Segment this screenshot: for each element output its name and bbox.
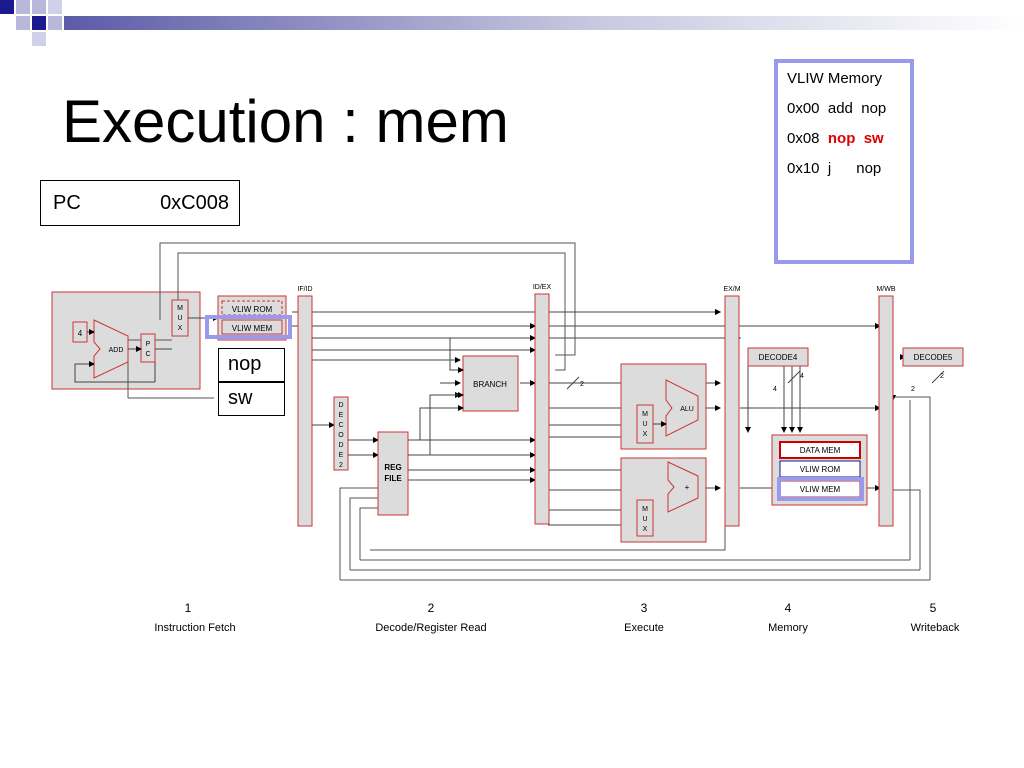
decode5-label: DECODE5	[914, 353, 953, 362]
mux-label: U	[642, 516, 647, 523]
mux-label: M	[642, 506, 648, 513]
m-wb-register	[878, 295, 894, 527]
svg-text:D: D	[338, 402, 343, 409]
reg-file-label: FILE	[384, 474, 402, 483]
fetch-vliw-mem-label: VLIW MEM	[232, 324, 273, 333]
decode4-label: DECODE4	[759, 353, 798, 362]
vliw-op1: j	[827, 160, 832, 177]
const-four-label: 4	[78, 329, 83, 338]
vliw-op2: nop	[861, 100, 887, 117]
mux-label: X	[643, 526, 648, 533]
if-id-register	[297, 295, 313, 527]
svg-text:C: C	[338, 422, 343, 429]
vliw-memory-row: 0x00 add nop	[787, 99, 910, 129]
slide-title: Execution : mem	[62, 88, 509, 155]
stage-name: Decode/Register Read	[375, 622, 486, 634]
corner-square-light	[16, 16, 30, 30]
branch-block	[462, 355, 519, 412]
stage-name: Instruction Fetch	[154, 622, 235, 634]
reg-file-block	[377, 431, 409, 516]
pc-value: 0xC008	[160, 192, 229, 214]
vliw-address: 0x08	[787, 130, 820, 147]
id-ex-label: ID/EX	[533, 284, 552, 291]
fetched-instruction-nop: nop	[218, 348, 285, 382]
mem-vliw-mem-label: VLIW MEM	[800, 485, 841, 494]
stage-number: 1	[185, 601, 192, 615]
if-id-label: IF/ID	[297, 286, 312, 293]
adder-block	[93, 319, 129, 379]
fetch-vliw-mem-highlight	[205, 315, 292, 339]
corner-square-light	[48, 16, 62, 30]
mux-label: X	[643, 431, 648, 438]
svg-text:D: D	[338, 442, 343, 449]
decode4-block	[747, 347, 809, 367]
bus-width-label: 4	[773, 386, 777, 393]
alu-label: ALU	[680, 406, 694, 413]
mux-label: U	[177, 315, 182, 322]
mux-label: X	[178, 325, 183, 332]
vliw-op1: nop	[827, 130, 856, 147]
pc-block-label: P	[146, 341, 151, 348]
decode5-block	[902, 347, 964, 367]
plus-adder-label: +	[685, 483, 690, 492]
svg-text:O: O	[338, 432, 344, 439]
corner-square-light	[16, 0, 30, 14]
svg-text:E: E	[339, 412, 344, 419]
mux-label: U	[642, 421, 647, 428]
ex-m-register	[724, 295, 740, 527]
stage-name: Writeback	[911, 622, 960, 634]
vliw-op2: sw	[863, 130, 884, 147]
adder-label: ADD	[109, 347, 124, 354]
branch-label: BRANCH	[473, 380, 507, 389]
mem-vliw-rom-label: VLIW ROM	[800, 465, 841, 474]
fetch-vliw-rom-label: VLIW ROM	[232, 305, 273, 314]
vliw-op1: add	[827, 100, 853, 117]
corner-square-light	[32, 0, 46, 14]
bus-width-label: 2	[940, 373, 944, 380]
stage-name: Execute	[624, 622, 664, 634]
vliw-memory-panel: VLIW Memory 0x00 add nop 0x08 nop sw 0x1…	[774, 59, 914, 264]
decode2-block	[333, 396, 349, 471]
top-gradient-bar	[64, 16, 1024, 30]
bus-width-label: 2	[580, 381, 584, 388]
adder-mux-block	[636, 499, 654, 537]
m-wb-label: M/WB	[876, 286, 895, 293]
bus-width-label: 4	[800, 373, 804, 380]
ex-m-label: EX/M	[723, 286, 740, 293]
vliw-memory-title: VLIW Memory	[787, 70, 883, 87]
vliw-memory-row-highlighted: 0x08 nop sw	[787, 129, 910, 159]
corner-square-light	[48, 0, 62, 14]
pc-block-label: C	[145, 351, 150, 358]
vliw-op2: nop	[856, 160, 882, 177]
stage-number: 5	[930, 601, 937, 615]
stage-number: 2	[428, 601, 435, 615]
plus-adder-block	[667, 461, 699, 513]
fetch-vliw-rom	[221, 300, 283, 316]
corner-square-dark	[32, 16, 46, 30]
pc-register-box: PC 0xC008	[40, 180, 240, 226]
id-ex-register	[534, 293, 550, 525]
mux-label: M	[642, 411, 648, 418]
corner-square-light	[32, 32, 46, 46]
vliw-memory-row: 0x10 j nop	[787, 159, 910, 189]
data-mem-label: DATA MEM	[800, 446, 841, 455]
vliw-address: 0x00	[787, 100, 820, 117]
mux-label: M	[177, 305, 183, 312]
data-mem-block	[779, 441, 861, 459]
svg-text:E: E	[339, 452, 344, 459]
svg-text:2: 2	[339, 462, 343, 469]
pc-label: PC	[53, 192, 81, 214]
stage-number: 4	[785, 601, 792, 615]
decode2-label: DEC ODE 2	[338, 402, 344, 469]
stage-name: Memory	[768, 622, 808, 634]
stage-number: 3	[641, 601, 648, 615]
fetch-vliw-mem	[221, 319, 283, 335]
corner-square-dark	[0, 0, 14, 14]
fetched-instruction-sw: sw	[218, 382, 285, 416]
reg-file-label: REG	[384, 463, 401, 472]
mem-vliw-mem-highlight	[777, 477, 864, 501]
vliw-address: 0x10	[787, 160, 820, 177]
bus-width-label: 2	[911, 386, 915, 393]
